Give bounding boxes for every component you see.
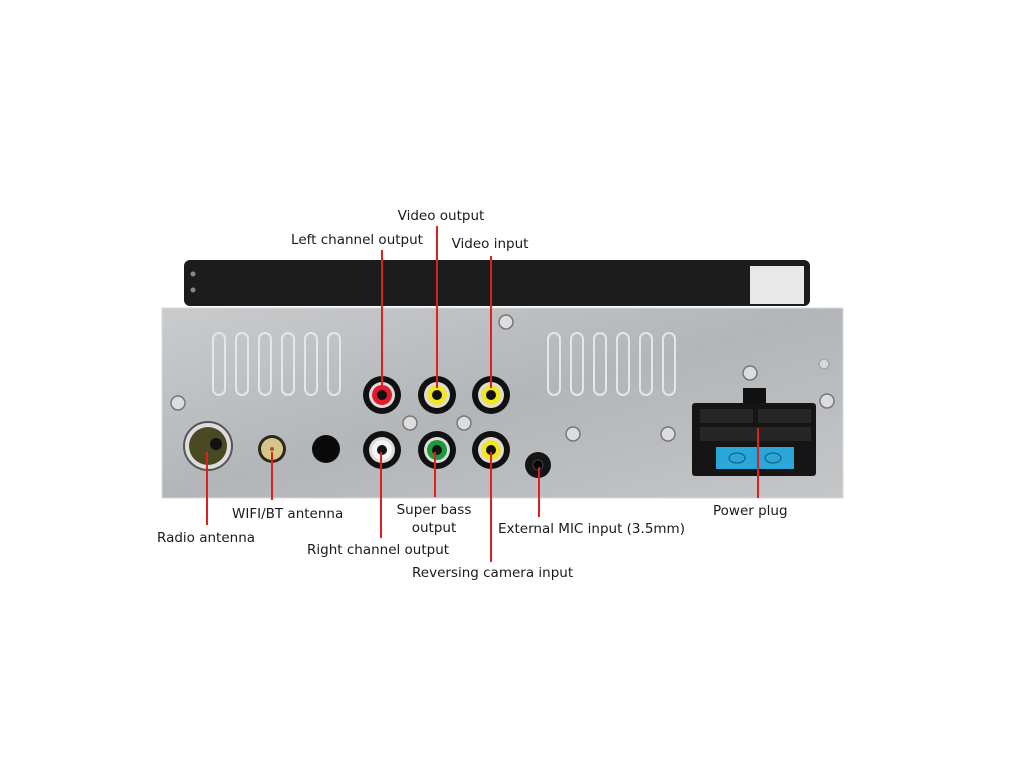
label-radio-antenna: Radio antenna (157, 530, 256, 546)
label-super-bass-line1: Super bass (396, 502, 472, 518)
rca-video-output-yellow (418, 376, 456, 414)
wifi-bt-antenna-socket (258, 435, 286, 463)
rca-left-channel-red (363, 376, 401, 414)
rca-super-bass-green (418, 431, 456, 469)
label-wifi-bt-antenna: WIFI/BT antenna (232, 506, 344, 522)
label-video-output: Video output (397, 208, 485, 224)
rca-right-channel-white (363, 431, 401, 469)
rca-reversing-camera-yellow (472, 431, 510, 469)
vent-slots-right (547, 332, 676, 396)
label-power-plug: Power plug (713, 503, 788, 519)
screws (170, 314, 835, 442)
vent-slots-left (212, 332, 341, 396)
radio-antenna-socket (183, 421, 233, 471)
label-super-bass-output: Super bass output (397, 501, 472, 537)
rca-video-input-yellow (472, 376, 510, 414)
mic-jack (525, 452, 551, 478)
label-reversing-camera-input: Reversing camera input (412, 565, 574, 581)
rear-bracket (184, 260, 810, 306)
blank-hole (312, 435, 340, 463)
label-left-channel-output: Left channel output (291, 232, 423, 248)
label-super-bass-line2: output (411, 520, 457, 536)
power-plug-connector (692, 388, 816, 476)
leader-lines (206, 226, 759, 562)
label-external-mic-input: External MIC input (3.5mm) (498, 521, 685, 537)
label-right-channel-output: Right channel output (307, 542, 450, 558)
label-video-input: Video input (451, 236, 529, 252)
